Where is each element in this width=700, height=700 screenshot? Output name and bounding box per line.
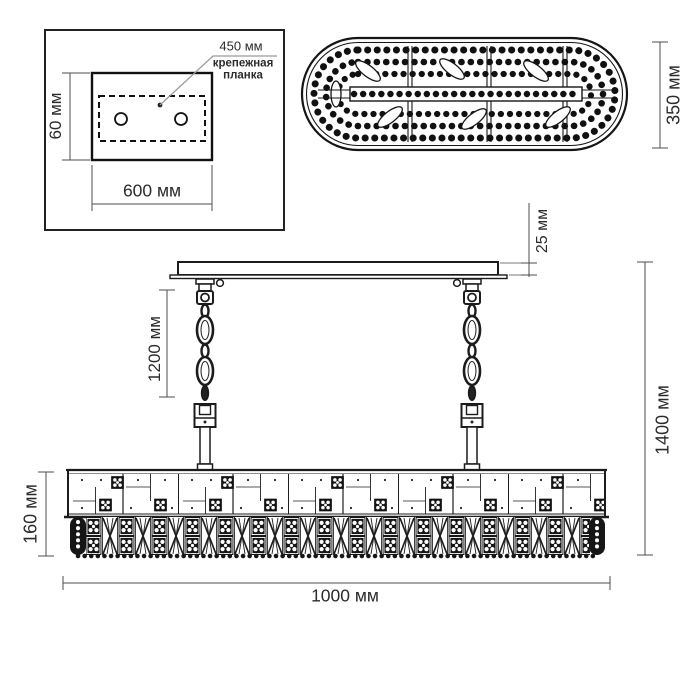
dim-600mm <box>91 165 213 211</box>
mounting-bracket-caption-line1: крепежная <box>212 57 274 70</box>
dim-25mm <box>500 203 537 277</box>
dim-label-plate-height-60mm: 60 мм <box>46 92 65 140</box>
chain-left <box>193 278 225 471</box>
dim-label-total-height-1400mm: 1400 мм <box>652 385 673 455</box>
dim-label-canopy-height-25mm: 25 мм <box>534 208 551 254</box>
top-view-drawing <box>300 36 668 152</box>
dim-60mm <box>62 72 90 161</box>
dim-label-body-height-160mm: 160 мм <box>20 484 41 544</box>
ceiling-canopy <box>177 261 499 276</box>
side-view-drawing <box>38 203 653 590</box>
bracket-leader-line <box>159 55 277 106</box>
mount-hole-left <box>114 112 128 126</box>
dim-1200mm <box>159 289 175 398</box>
dim-label-plate-width-600mm: 600 мм <box>122 180 182 201</box>
mounting-bracket-caption-line2: планка <box>223 69 263 81</box>
mounting-bracket-dashed-outline <box>98 95 206 142</box>
dim-1400mm <box>637 261 653 556</box>
dim-label-top-view-depth-350mm: 350 мм <box>663 65 684 125</box>
dim-1000mm <box>62 576 611 590</box>
dim-160mm <box>38 471 54 557</box>
chain-right <box>452 278 484 471</box>
dim-label-body-width-1000mm: 1000 мм <box>311 585 379 606</box>
lamp-sockets <box>330 58 571 130</box>
mounting-bracket-caption: крепежная планка <box>212 57 274 82</box>
mount-hole-right <box>174 112 188 126</box>
dim-350mm <box>652 41 668 149</box>
dim-label-chain-length-1200mm: 1200 мм <box>145 316 164 382</box>
dim-label-bracket-450mm: 450 мм <box>219 38 263 54</box>
mounting-plate-inset <box>44 29 285 231</box>
fixture-body <box>64 468 609 559</box>
